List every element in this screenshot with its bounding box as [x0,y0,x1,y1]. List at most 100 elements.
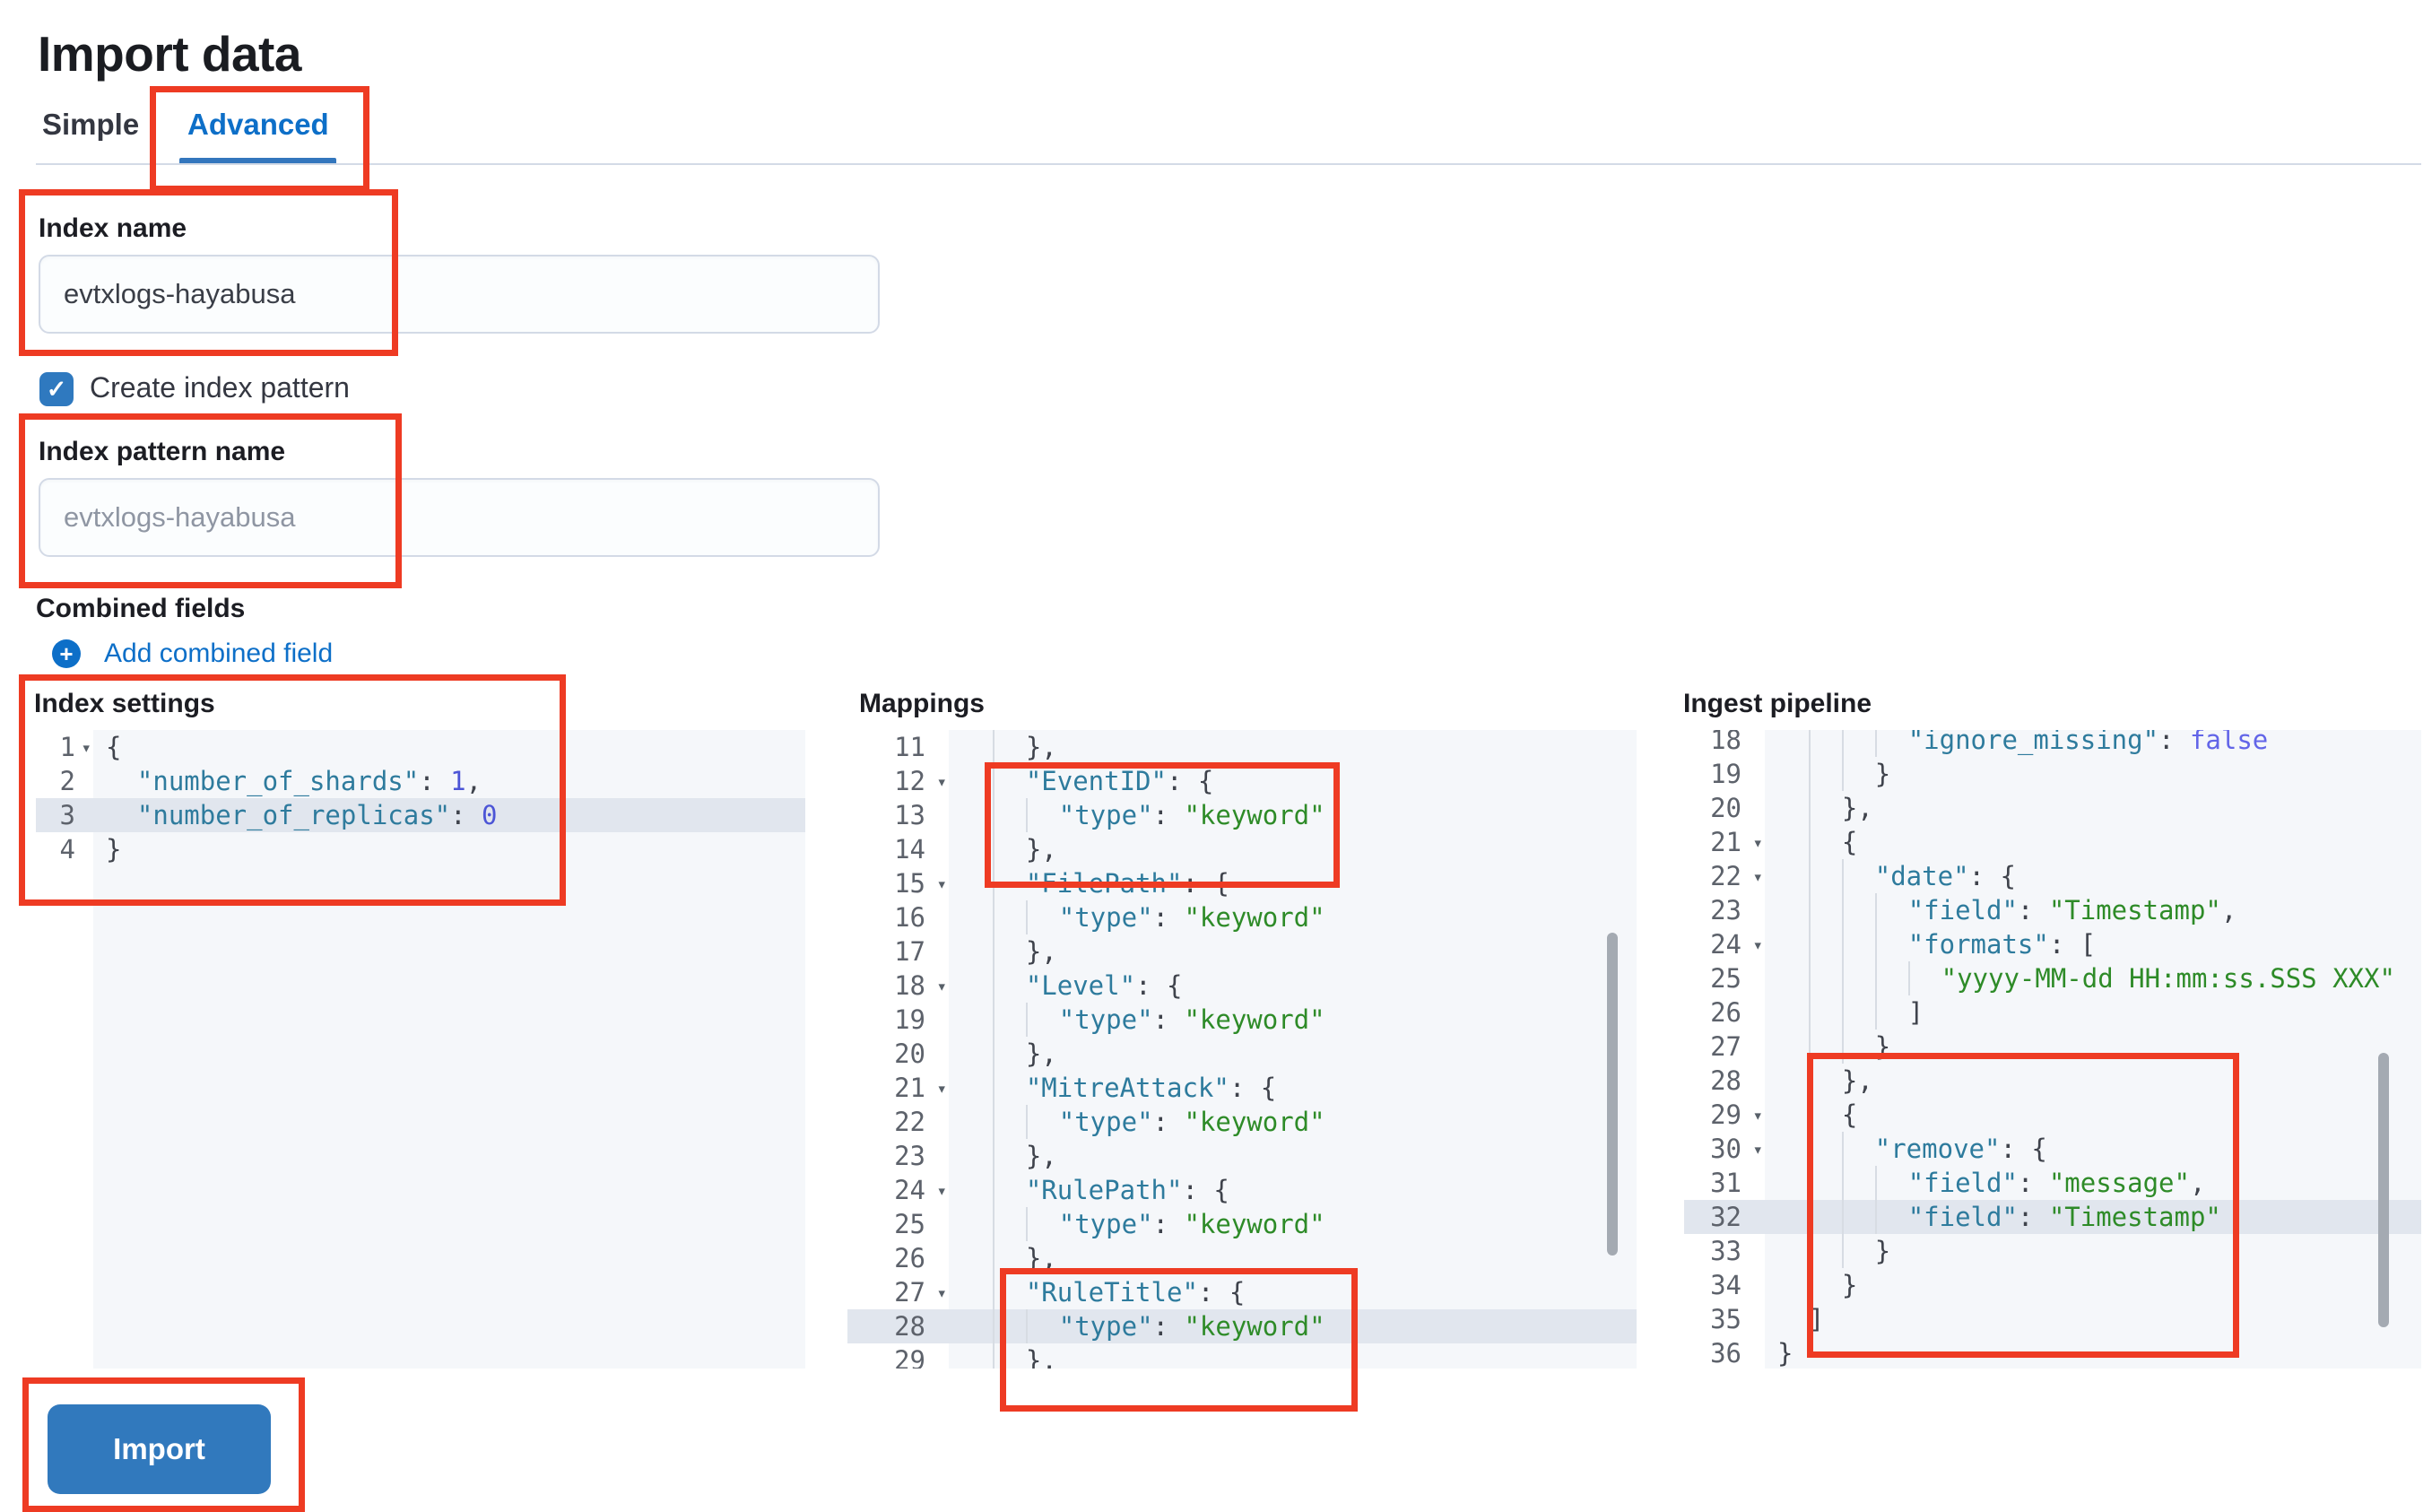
fold-arrow-icon[interactable]: ▾ [81,738,91,758]
fold-arrow-icon[interactable]: ▾ [936,772,947,792]
code-line[interactable]: 19 "type": "keyword" [847,1003,1637,1037]
fold-arrow-icon[interactable]: ▾ [1752,833,1763,853]
plus-icon: + [52,639,81,668]
line-number: 27▾ [847,1275,949,1309]
code-line[interactable]: 23 }, [847,1139,1637,1173]
code-line[interactable]: 14 }, [847,832,1637,866]
fold-arrow-icon[interactable]: ▾ [936,1079,947,1099]
code-text: } [1765,757,2421,791]
code-line[interactable]: 2 "number_of_shards": 1, [36,764,805,798]
code-text: } [1765,1234,2421,1268]
code-line[interactable]: 26 ] [1684,995,2421,1030]
line-number: 20 [894,1038,925,1069]
import-button[interactable]: Import [48,1404,271,1494]
code-line[interactable]: 21▾ { [1684,825,2421,859]
fold-arrow-icon[interactable]: ▾ [936,1283,947,1303]
code-text: "RuleTitle": { [949,1275,1637,1309]
fold-arrow-icon[interactable]: ▾ [936,1181,947,1201]
code-line[interactable]: 27▾ "RuleTitle": { [847,1275,1637,1309]
line-number: 24▾ [847,1173,949,1207]
code-line[interactable]: 22 "type": "keyword" [847,1105,1637,1139]
line-number: 34 [1710,1270,1741,1300]
create-index-pattern-checkbox[interactable]: ✓ [39,372,74,406]
code-line[interactable]: 4} [36,832,805,866]
code-text: }, [992,832,1057,866]
code-line[interactable]: 18 "ignore_missing": false [1684,730,2421,757]
code-line[interactable]: 28 "type": "keyword" [847,1309,1637,1343]
fold-arrow-icon[interactable]: ▾ [1752,1106,1763,1125]
add-combined-field-label: Add combined field [104,639,334,668]
code-line[interactable]: 29 }, [847,1343,1637,1369]
fold-arrow-icon[interactable]: ▾ [1752,1140,1763,1160]
code-line[interactable]: 3 "number_of_replicas": 0 [36,798,805,832]
tab-simple[interactable]: Simple [42,108,140,141]
code-line[interactable]: 31 "field": "message", [1684,1166,2421,1200]
fold-arrow-icon[interactable]: ▾ [936,977,947,996]
code-text: "type": "keyword" [949,1309,1637,1343]
code-text: "type": "keyword" [949,1105,1637,1139]
line-number: 17 [894,936,925,967]
code-line[interactable]: 36} [1684,1336,2421,1369]
line-number: 22 [894,1107,925,1137]
code-line[interactable]: 15▾ "FilePath": { [847,866,1637,900]
ingest-pipeline-label: Ingest pipeline [1683,689,1872,718]
add-combined-field-link[interactable]: + Add combined field [52,639,333,669]
code-line[interactable]: 30▾ "remove": { [1684,1132,2421,1166]
code-text: } [1808,1268,1858,1302]
index-settings-editor[interactable]: 1▾{2 "number_of_shards": 1,3 "number_of_… [36,730,805,1369]
code-text: "Level": { [949,969,1637,1003]
code-line[interactable]: 24▾ "RulePath": { [847,1173,1637,1207]
code-line[interactable]: 28 }, [1684,1064,2421,1098]
code-line[interactable]: 1▾{ [36,730,805,764]
code-text: "remove": { [1765,1132,2421,1166]
code-text: "RulePath": { [949,1173,1637,1207]
code-line[interactable]: 22▾ "date": { [1684,859,2421,893]
code-line[interactable]: 17 }, [847,934,1637,969]
combined-fields-label: Combined fields [36,594,246,623]
code-line[interactable]: 25 "type": "keyword" [847,1207,1637,1241]
code-line[interactable]: 12▾ "EventID": { [847,764,1637,798]
code-line[interactable]: 32 "field": "Timestamp" [1684,1200,2421,1234]
code-line[interactable]: 16 "type": "keyword" [847,900,1637,934]
code-line[interactable]: 19 } [1684,757,2421,791]
index-name-label: Index name [39,213,187,243]
page-title: Import data [38,26,301,82]
code-line[interactable]: 13 "type": "keyword" [847,798,1637,832]
code-line[interactable]: 18▾ "Level": { [847,969,1637,1003]
index-name-input[interactable] [39,255,880,334]
fold-arrow-icon[interactable]: ▾ [1752,935,1763,955]
code-text: } [1777,1338,1794,1369]
line-number: 18 [1710,730,1741,755]
ingest-pipeline-scrollbar[interactable] [2378,1053,2389,1327]
code-line[interactable]: 35 ] [1684,1302,2421,1336]
fold-arrow-icon[interactable]: ▾ [1752,867,1763,887]
fold-arrow-icon[interactable]: ▾ [936,874,947,894]
code-line[interactable]: 11 }, [847,730,1637,764]
code-text: { [106,732,122,762]
code-line[interactable]: 33 } [1684,1234,2421,1268]
line-number: 29 [894,1345,925,1369]
code-line[interactable]: 20 }, [1684,791,2421,825]
code-line[interactable]: 23 "field": "Timestamp", [1684,893,2421,927]
mappings-scrollbar[interactable] [1607,933,1618,1256]
index-pattern-name-input[interactable] [39,478,880,557]
code-line[interactable]: 26 }, [847,1241,1637,1275]
code-text: }, [992,1037,1057,1071]
code-text: }, [992,730,1057,764]
line-number: 30▾ [1684,1132,1765,1166]
line-number: 21▾ [847,1071,949,1105]
code-line[interactable]: 21▾ "MitreAttack": { [847,1071,1637,1105]
line-number: 20 [1710,793,1741,823]
line-number: 35 [1710,1304,1741,1334]
code-line[interactable]: 27 } [1684,1030,2421,1064]
code-line[interactable]: 20 }, [847,1037,1637,1071]
code-line[interactable]: 24▾ "formats": [ [1684,927,2421,961]
line-number: 25 [894,1209,925,1239]
code-line[interactable]: 25 "yyyy-MM-dd HH:mm:ss.SSS XXX" [1684,961,2421,995]
tab-advanced[interactable]: Advanced [187,108,329,141]
code-text: }, [992,1139,1057,1173]
code-line[interactable]: 29▾ { [1684,1098,2421,1132]
code-line[interactable]: 34 } [1684,1268,2421,1302]
mappings-editor[interactable]: 11 },12▾ "EventID": {13 "type": "keyword… [847,730,1637,1369]
